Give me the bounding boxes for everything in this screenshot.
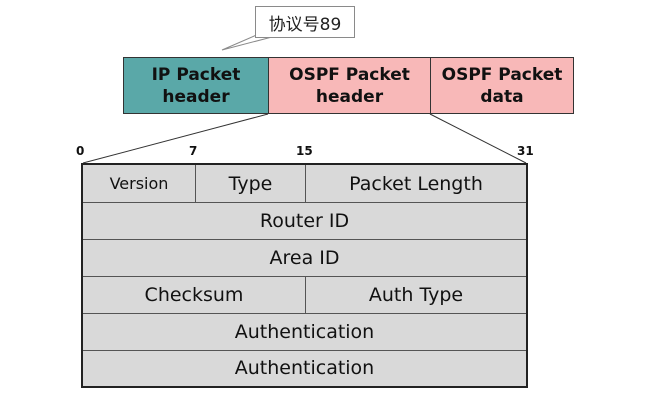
field-version: Version: [83, 165, 196, 202]
header-row-2: Router ID: [83, 202, 526, 240]
field-authentication-2: Authentication: [234, 357, 375, 379]
ospf-packet-header-segment: OSPF Packet header: [268, 57, 431, 114]
field-packet-length: Packet Length: [349, 172, 483, 195]
bit-label-0: 0: [76, 144, 85, 158]
field-auth-type: Auth Type: [368, 283, 464, 306]
field-authentication-1: Authentication: [234, 320, 375, 343]
bit-label-7: 7: [189, 144, 198, 158]
segment-label-line1: OSPF Packet: [289, 64, 410, 85]
header-row-1: Version Type Packet Length: [83, 165, 526, 203]
protocol-number-callout: 协议号89: [255, 6, 355, 38]
bit-label-31: 31: [517, 144, 534, 158]
field-area-id: Area ID: [269, 246, 340, 269]
header-row-5: Authentication: [83, 313, 526, 351]
field-type: Type: [196, 165, 306, 202]
ospf-packet-data-segment: OSPF Packet data: [430, 57, 574, 114]
zoom-line-left: [82, 113, 269, 164]
segment-label-line2: header: [315, 86, 384, 107]
field-router-id: Router ID: [259, 209, 350, 232]
bit-label-15: 15: [296, 144, 313, 158]
segment-label-line2: data: [480, 86, 524, 107]
segment-label-line1: OSPF Packet: [441, 64, 563, 85]
segment-label-line2: header: [162, 86, 230, 107]
callout-text: 协议号89: [268, 14, 342, 35]
header-row-3: Area ID: [83, 239, 526, 277]
field-checksum: Checksum: [83, 276, 306, 313]
segment-label-line1: IP Packet: [151, 64, 241, 85]
ospf-header-format: Version Type Packet Length Router ID Are…: [81, 163, 528, 388]
ip-packet-header-segment: IP Packet header: [123, 57, 269, 114]
zoom-line-right: [429, 113, 527, 164]
header-row-6: Authentication: [83, 350, 526, 386]
header-row-4: Checksum Auth Type: [83, 276, 526, 314]
